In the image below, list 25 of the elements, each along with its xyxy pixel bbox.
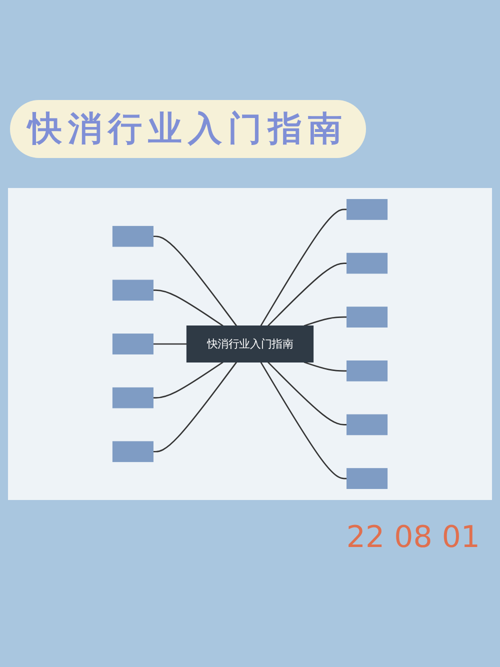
connector — [304, 362, 347, 372]
node-box — [112, 387, 154, 408]
connector — [260, 362, 347, 480]
node-box — [112, 441, 154, 462]
node-box — [346, 306, 388, 328]
node-box: 快消行业入门指南 — [186, 326, 314, 362]
connector — [268, 262, 347, 326]
node-box — [346, 360, 388, 382]
date-label: 22 08 01 — [346, 520, 480, 555]
connector — [153, 290, 224, 326]
connector — [268, 362, 347, 426]
connector — [153, 236, 238, 326]
node-box — [112, 280, 154, 301]
connector — [153, 362, 224, 398]
node-box — [112, 334, 154, 354]
connector — [304, 316, 347, 326]
node-box — [346, 414, 388, 436]
node-box — [346, 252, 388, 274]
connector — [260, 208, 347, 326]
node-box — [112, 226, 154, 247]
connector — [153, 343, 187, 345]
connector — [153, 362, 238, 452]
node-box — [346, 199, 388, 220]
node-box — [346, 468, 388, 489]
title: 快消行业入门指南 — [10, 100, 366, 158]
